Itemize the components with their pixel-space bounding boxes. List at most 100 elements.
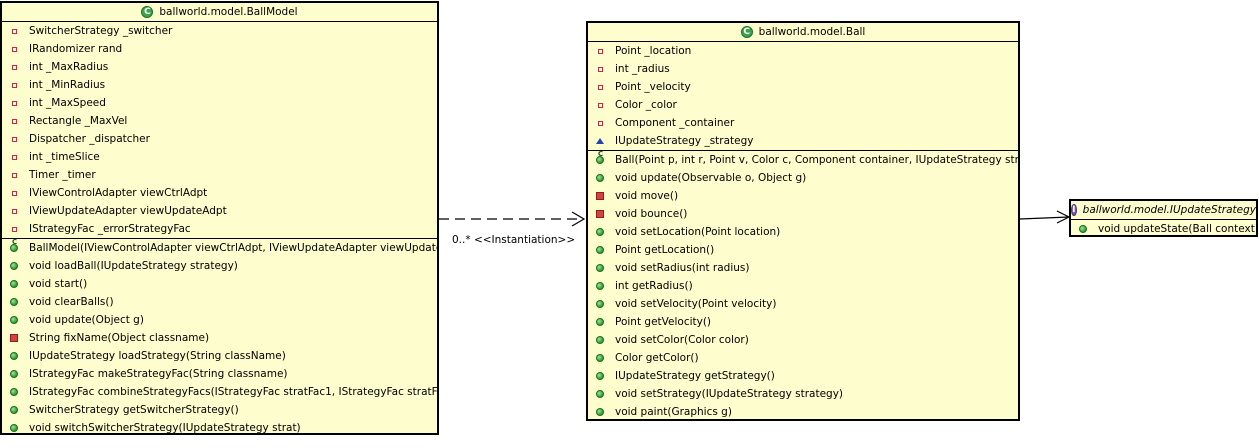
method-row[interactable]: void switchSwitcherStrategy(IUpdateStrat… [2, 419, 437, 437]
private-field-icon [8, 43, 20, 55]
method-row[interactable]: void bounce() [588, 205, 1018, 223]
private-field-icon [8, 133, 20, 145]
public-method-icon [8, 296, 20, 308]
method-text: void move() [615, 190, 679, 202]
private-field-icon [8, 151, 20, 163]
private-field-icon [8, 205, 20, 217]
field-row[interactable]: int _radius [588, 60, 1018, 78]
field-row[interactable]: IViewControlAdapter viewCtrlAdpt [2, 184, 437, 202]
private-field-icon [8, 187, 20, 199]
method-text: IUpdateStrategy loadStrategy(String clas… [29, 350, 286, 362]
class-title: ballworld.model.BallModel [159, 6, 298, 18]
method-text: SwitcherStrategy getSwitcherStrategy() [29, 404, 239, 416]
method-text: void setVelocity(Point velocity) [615, 298, 777, 310]
method-row[interactable]: void update(Object g) [2, 311, 437, 329]
public-method-icon [594, 172, 606, 184]
instantiation-label: 0..* <<Instantiation>> [452, 234, 576, 246]
class-title: ballworld.model.Ball [758, 26, 866, 38]
method-row[interactable]: void paint(Graphics g) [588, 403, 1018, 421]
method-text: int getRadius() [615, 280, 693, 292]
public-method-icon [1077, 223, 1089, 235]
field-text: int _timeSlice [29, 151, 100, 163]
field-row[interactable]: IUpdateStrategy _strategy [588, 132, 1018, 150]
method-row[interactable]: void setVelocity(Point velocity) [588, 295, 1018, 313]
method-text: void clearBalls() [29, 296, 114, 308]
method-text: void setLocation(Point location) [615, 226, 781, 238]
methods-section: void updateState(Ball context) [1071, 220, 1256, 238]
class-icon: C [740, 26, 753, 38]
field-row[interactable]: IRandomizer rand [2, 40, 437, 58]
method-text: void bounce() [615, 208, 688, 220]
method-row[interactable]: Point getVelocity() [588, 313, 1018, 331]
association-edge [1019, 210, 1071, 224]
field-text: IUpdateStrategy _strategy [615, 135, 754, 147]
method-row[interactable]: Point getLocation() [588, 241, 1018, 259]
method-text: IStrategyFac makeStrategyFac(String clas… [29, 368, 288, 380]
private-field-icon [594, 117, 606, 129]
field-row[interactable]: int _MaxSpeed [2, 94, 437, 112]
field-row[interactable]: IViewUpdateAdapter viewUpdateAdpt [2, 202, 437, 220]
method-row[interactable]: void move() [588, 187, 1018, 205]
method-row[interactable]: void start() [2, 275, 437, 293]
method-text: Point getVelocity() [615, 316, 712, 328]
method-row[interactable]: void updateState(Ball context) [1071, 220, 1256, 238]
private-field-icon [594, 81, 606, 93]
method-row[interactable]: IStrategyFac makeStrategyFac(String clas… [2, 365, 437, 383]
method-text: IStrategyFac combineStrategyFacs(IStrate… [29, 386, 437, 398]
field-text: int _MinRadius [29, 79, 106, 91]
public-method-icon [594, 226, 606, 238]
field-row[interactable]: Rectangle _MaxVel [2, 112, 437, 130]
private-field-icon [8, 25, 20, 37]
method-text: IUpdateStrategy getStrategy() [615, 370, 775, 382]
public-method-icon [594, 262, 606, 274]
field-row[interactable]: Color _color [588, 96, 1018, 114]
method-text: void setRadius(int radius) [615, 262, 750, 274]
method-text: void update(Object g) [29, 314, 144, 326]
method-row[interactable]: IUpdateStrategy loadStrategy(String clas… [2, 347, 437, 365]
field-row[interactable]: Point _location [588, 42, 1018, 60]
method-row[interactable]: SwitcherStrategy getSwitcherStrategy() [2, 401, 437, 419]
method-row[interactable]: void loadBall(IUpdateStrategy strategy) [2, 257, 437, 275]
method-row[interactable]: IUpdateStrategy getStrategy() [588, 367, 1018, 385]
method-text: void start() [29, 278, 88, 290]
method-text: void switchSwitcherStrategy(IUpdateStrat… [29, 422, 301, 434]
field-row[interactable]: int _MinRadius [2, 76, 437, 94]
private-field-icon [8, 169, 20, 181]
field-row[interactable]: Timer _timer [2, 166, 437, 184]
method-text: Ball(Point p, int r, Point v, Color c, C… [615, 154, 1018, 166]
class-box-ballmodel[interactable]: C ballworld.model.BallModel SwitcherStra… [0, 1, 439, 435]
public-method-icon [8, 386, 20, 398]
field-text: int _MaxRadius [29, 61, 109, 73]
field-text: Dispatcher _dispatcher [29, 133, 150, 145]
private-method-icon [594, 190, 606, 202]
interface-box-iupdatestrategy[interactable]: I ballworld.model.IUpdateStrategy void u… [1069, 199, 1258, 237]
instantiation-edge [439, 211, 586, 227]
field-row[interactable]: Point _velocity [588, 78, 1018, 96]
field-row[interactable]: int _MaxRadius [2, 58, 437, 76]
private-field-icon [594, 99, 606, 111]
method-row[interactable]: void update(Observable o, Object g) [588, 169, 1018, 187]
method-row[interactable]: void setColor(Color color) [588, 331, 1018, 349]
method-row[interactable]: void setRadius(int radius) [588, 259, 1018, 277]
method-row[interactable]: void setStrategy(IUpdateStrategy strateg… [588, 385, 1018, 403]
method-row[interactable]: void clearBalls() [2, 293, 437, 311]
field-row[interactable]: Component _container [588, 114, 1018, 132]
method-row[interactable]: IStrategyFac combineStrategyFacs(IStrate… [2, 383, 437, 401]
class-header: C ballworld.model.Ball [588, 23, 1018, 42]
public-method-icon [594, 352, 606, 364]
field-row[interactable]: Dispatcher _dispatcher [2, 130, 437, 148]
method-row[interactable]: void setLocation(Point location) [588, 223, 1018, 241]
public-method-icon [8, 350, 20, 362]
field-row[interactable]: int _timeSlice [2, 148, 437, 166]
method-row[interactable]: String fixName(Object classname) [2, 329, 437, 347]
method-row[interactable]: int getRadius() [588, 277, 1018, 295]
field-row[interactable]: IStrategyFac _errorStrategyFac [2, 220, 437, 238]
field-row[interactable]: SwitcherStrategy _switcher [2, 22, 437, 40]
method-row[interactable]: Color getColor() [588, 349, 1018, 367]
